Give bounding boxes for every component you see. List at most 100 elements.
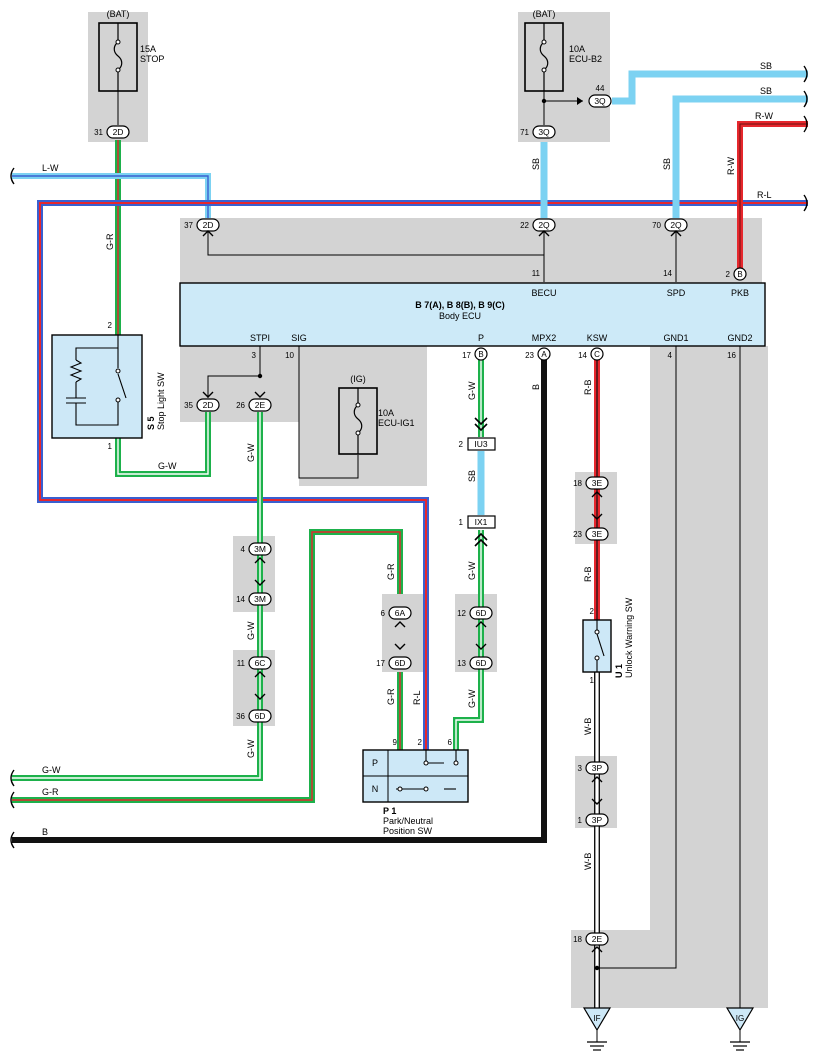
ecu-label-spd: SPD: [667, 288, 686, 298]
ecu-label-becu: BECU: [531, 288, 556, 298]
wire-label-rl-top: R-L: [757, 190, 772, 200]
ecu-pin-sig: 10: [285, 351, 294, 360]
stop-sw-pin-bottom: 1: [108, 442, 113, 451]
svg-text:44: 44: [596, 84, 605, 93]
fuse-ecu-ig1-source: (IG): [350, 374, 366, 384]
fuse-stop-rating: 15A: [140, 44, 156, 54]
wire-label-rb-1: R-B: [583, 380, 593, 396]
unlock-sw-pin-top: 2: [590, 607, 595, 616]
ecu-pin-pkb: 2: [726, 270, 731, 279]
svg-text:37: 37: [184, 221, 193, 230]
svg-text:3M: 3M: [254, 544, 266, 554]
wires: [12, 70, 808, 1008]
svg-text:3Q: 3Q: [594, 96, 606, 106]
svg-text:35: 35: [184, 401, 193, 410]
connector-12-6d: 6D 12: [457, 606, 493, 620]
wire-label-sb-1: SB: [760, 61, 772, 71]
wire-sb-top: [612, 70, 808, 105]
connector-17-6d: 6D 17: [376, 656, 412, 670]
wire-label-wb-1: W-B: [583, 718, 593, 735]
wire-label-gw-p-3: G-W: [467, 689, 477, 708]
svg-text:IU3: IU3: [474, 439, 488, 449]
connector-36-6d: 6D 36: [236, 709, 272, 723]
connector-1-3p: 3P 1: [578, 813, 609, 827]
connector-14-3m: 3M 14: [236, 592, 272, 606]
ecu-pin-mpx2: 23: [525, 351, 534, 360]
svg-text:6D: 6D: [255, 711, 266, 721]
wire-sb-spd: [672, 95, 808, 218]
park-neutral-switch: P N 9 2 6 P 1 Park/Neutral Position SW: [362, 738, 469, 836]
ecu-pin-stpi: 3: [252, 351, 257, 360]
svg-text:17: 17: [376, 659, 385, 668]
svg-text:26: 26: [236, 401, 245, 410]
ecu-label-gnd2: GND2: [727, 333, 752, 343]
ecu-pin-ksw: 14: [578, 351, 587, 360]
connector-44-3q: 3Q 44: [577, 84, 612, 108]
pn-sw-name-line1: Park/Neutral: [383, 816, 433, 826]
wire-label-sb-spd: SB: [662, 158, 672, 170]
svg-text:3: 3: [578, 764, 583, 773]
wire-label-gw-1: G-W: [246, 443, 256, 462]
connector-31-2d: 2D 31: [94, 125, 130, 139]
connectors: 2D 31 3Q 71 3Q 44 2D 37 2Q 22: [94, 84, 688, 953]
unlock-warning-switch: 2 1 U 1 Unlock Warning SW: [582, 597, 634, 685]
wire-label-rw-top: R-W: [755, 111, 773, 121]
connector-26-2e: 2E 26: [236, 391, 272, 412]
connector-70-2q: 2Q 70: [652, 218, 688, 237]
pn-sw-pin9: 9: [393, 738, 398, 747]
ecu-title: B 7(A), B 8(B), B 9(C): [415, 300, 505, 310]
pn-sw-pos-n: N: [372, 784, 379, 794]
svg-text:2D: 2D: [203, 400, 214, 410]
connector-4-3m: 3M 4: [241, 542, 272, 556]
fuse-stop: (BAT) 15A STOP: [98, 9, 164, 92]
wire-g-w-stopsw: [115, 412, 211, 477]
unlock-sw-code: U 1: [614, 664, 624, 678]
connector-35-2d: 2D 35: [184, 391, 220, 412]
wire-label-gr-left: G-R: [42, 787, 59, 797]
wire-labels: L-W SB SB R-W R-L G-R SB SB R-W G-W G-W …: [42, 61, 773, 870]
body-ecu: B 7(A), B 8(B), B 9(C) Body ECU BECU SPD…: [179, 267, 766, 361]
ecu-label-sig: SIG: [291, 333, 307, 343]
svg-text:3Q: 3Q: [538, 127, 550, 137]
connector-ix1: IX1 1: [459, 515, 496, 547]
wire-r-l: [37, 200, 808, 750]
wire-g-r-pn: [12, 529, 403, 803]
junction-dots: [257, 98, 600, 971]
wire-label-lw: L-W: [42, 163, 59, 173]
ecu-subtitle: Body ECU: [439, 311, 481, 321]
pn-sw-name-line2: Position SW: [383, 826, 433, 836]
wire-label-gw-p-1: G-W: [467, 381, 477, 400]
wire-g-w-stpi: [12, 412, 263, 781]
svg-text:6A: 6A: [395, 608, 406, 618]
ecu-conn-mpx2-label: A: [541, 350, 547, 359]
mating-arrows-6c-6d: [254, 671, 266, 700]
ecu-conn-p-label: B: [478, 350, 483, 359]
connector-13-6d: 6D 13: [457, 656, 493, 670]
wire-label-wb-2: W-B: [583, 853, 593, 870]
wire-g-w-pn6: [453, 530, 484, 750]
svg-text:3P: 3P: [592, 763, 603, 773]
wire-label-gw-stopsw: G-W: [158, 461, 177, 471]
pn-sw-pin2: 2: [418, 738, 423, 747]
wire-sig: [298, 346, 359, 479]
ecu-conn-ksw-label: C: [594, 350, 600, 359]
svg-text:36: 36: [236, 712, 245, 721]
pn-sw-code: P 1: [383, 806, 396, 816]
connector-23-3e: 3E 23: [573, 527, 609, 541]
ecu-label-ksw: KSW: [587, 333, 608, 343]
wire-label-sb-2: SB: [760, 86, 772, 96]
connector-18-2e: 2E 18: [573, 932, 609, 953]
wire-label-b-mpx2: B: [531, 384, 541, 390]
svg-text:13: 13: [457, 659, 466, 668]
ecu-conn-pkb-label: B: [737, 270, 742, 279]
wire-label-rb-2: R-B: [583, 567, 593, 583]
ecu-conn-ksw: [590, 347, 604, 361]
wire-label-b-left: B: [42, 827, 48, 837]
ecu-pin-becu: 11: [532, 269, 541, 278]
ecu-conn-mpx2: [537, 347, 551, 361]
wire-label-gw-3: G-W: [246, 739, 256, 758]
ecu-label-mpx2: MPX2: [532, 333, 557, 343]
svg-text:6: 6: [381, 609, 386, 618]
svg-text:6D: 6D: [476, 608, 487, 618]
svg-text:2: 2: [459, 440, 464, 449]
